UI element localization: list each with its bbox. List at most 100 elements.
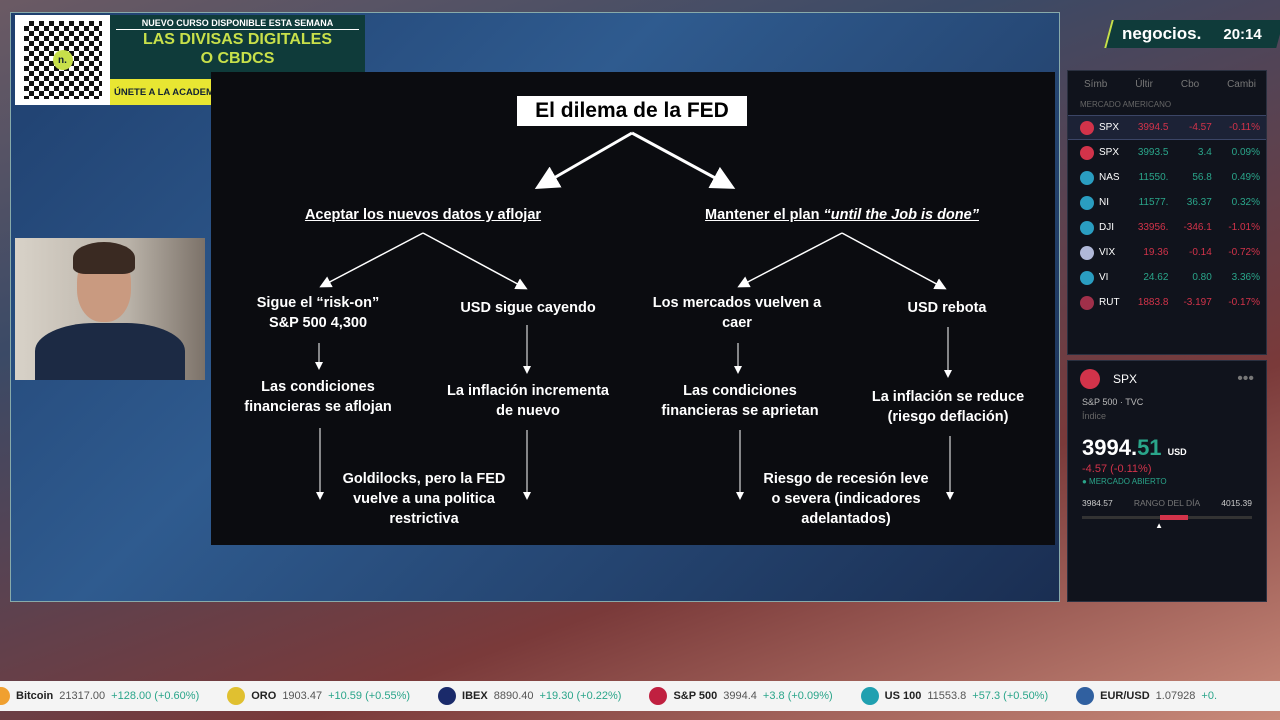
watchlist-row[interactable]: NAS 11550. 56.8 0.49%: [1068, 165, 1266, 190]
symbol: VI: [1099, 272, 1109, 283]
change: -346.1: [1183, 222, 1212, 233]
detail-change: -4.57 (-0.11%): [1082, 463, 1152, 475]
symbol-icon: [1080, 145, 1094, 160]
clock: 20:14: [1223, 25, 1262, 43]
change: -0.14: [1189, 247, 1212, 258]
last: 11577.: [1138, 197, 1169, 208]
pct: 0.32%: [1231, 197, 1260, 208]
change: -3.197: [1183, 297, 1212, 308]
change: -4.57: [1189, 122, 1212, 133]
asset-icon: [1076, 687, 1095, 705]
day-range-bar: ▲: [1082, 515, 1252, 530]
ticker-item[interactable]: EUR/USD 1.07928 +0.: [1076, 687, 1217, 705]
last: 3993.5: [1137, 147, 1169, 158]
qr-logo: n.: [52, 50, 73, 70]
asset-value: 3994.4: [723, 690, 757, 702]
symbol-icon: [1080, 245, 1094, 260]
change: 0.80: [1192, 272, 1212, 283]
pct: -0.11%: [1229, 122, 1260, 133]
asset-change: +3.8 (+0.09%): [762, 690, 833, 702]
detail-sub: Índice: [1082, 411, 1107, 421]
symbol: VIX: [1099, 247, 1116, 258]
symbol-icon: [1080, 270, 1094, 285]
brand-logo: negocios.: [1122, 24, 1202, 43]
promo-kicker: NUEVO CURSO DISPONIBLE ESTA SEMANA: [116, 18, 359, 30]
symbol-icon: [1080, 120, 1094, 135]
presenter-webcam: [15, 238, 205, 380]
symbol: RUT: [1099, 297, 1120, 308]
watchlist-row[interactable]: SPX 3994.5 -4.57 -0.11%: [1068, 115, 1266, 140]
qr-code[interactable]: n.: [15, 15, 110, 105]
more-icon[interactable]: •••: [1237, 370, 1254, 387]
last: 19.36: [1143, 247, 1169, 258]
last: 24.62: [1143, 272, 1169, 283]
watchlist-row[interactable]: VIX 19.36 -0.14 -0.72%: [1068, 240, 1266, 265]
asset-value: 11553.8: [927, 690, 967, 702]
last: 11550.: [1138, 172, 1169, 183]
watchlist-row[interactable]: VI 24.62 0.80 3.36%: [1068, 265, 1266, 290]
symbol: NAS: [1099, 172, 1120, 183]
last: 33956.: [1137, 222, 1169, 233]
presentation-slide: [211, 72, 1055, 545]
ticker-item[interactable]: S&P 500 3994.4 +3.8 (+0.09%): [649, 687, 833, 705]
symbol-icon: [1080, 295, 1094, 310]
pct: -0.17%: [1228, 297, 1260, 308]
asset-icon: [438, 687, 457, 705]
node-risk-on: Sigue el “risk-on”S&P 500 4,300: [256, 295, 380, 331]
symbol: DJI: [1099, 222, 1114, 233]
asset-name: S&P 500: [673, 690, 718, 702]
asset-change: +0.: [1201, 690, 1218, 702]
watchlist-row[interactable]: NI 11577. 36.37 0.32%: [1068, 190, 1266, 215]
asset-value: 21317.00: [59, 690, 106, 702]
symbol: SPX: [1099, 147, 1120, 158]
spx-icon: [1080, 369, 1100, 389]
asset-name: ORO: [251, 690, 277, 702]
watchlist-row[interactable]: RUT 1883.8 -3.197 -0.17%: [1068, 290, 1266, 315]
market-status: ● MERCADO ABIERTO: [1082, 477, 1167, 486]
detail-desc: S&P 500 · TVC: [1082, 397, 1144, 407]
last: 1883.8: [1137, 297, 1169, 308]
left-branch-heading: Aceptar los nuevos datos y aflojar: [304, 207, 542, 223]
symbol-detail-panel: SPX ••• S&P 500 · TVC Índice 3994.51 USD…: [1067, 360, 1267, 602]
right-branch-heading: Mantener el plan “until the Job is done”: [705, 207, 979, 223]
asset-change: +10.59 (+0.55%): [328, 690, 411, 702]
change: 56.8: [1192, 172, 1212, 183]
slide-title: El dilema de la FED: [517, 96, 747, 126]
asset-value: 1903.47: [282, 690, 323, 702]
ticker-item[interactable]: ORO 1903.47 +10.59 (+0.55%): [227, 687, 410, 705]
change: 36.37: [1186, 197, 1212, 208]
promo-title-2: O CBDCS: [200, 50, 275, 67]
change: 3.4: [1197, 147, 1212, 158]
node-usd-falls: USD sigue cayendo: [460, 300, 596, 316]
symbol: NI: [1099, 197, 1109, 208]
pct: 0.49%: [1231, 172, 1260, 183]
pct: -0.72%: [1228, 247, 1260, 258]
last: 3994.5: [1137, 122, 1169, 133]
asset-change: +128.00 (+0.60%): [111, 690, 200, 702]
pct: 3.36%: [1231, 272, 1260, 283]
asset-icon: [860, 687, 879, 705]
node-usd-rebounds: USD rebota: [907, 300, 987, 316]
asset-value: 1.07928: [1155, 690, 1196, 702]
asset-icon: [227, 687, 246, 705]
asset-name: US 100: [884, 690, 922, 702]
asset-name: EUR/USD: [1100, 690, 1150, 702]
asset-icon: [649, 687, 668, 705]
symbol-icon: [1080, 195, 1094, 210]
detail-symbol: SPX: [1113, 372, 1138, 386]
symbol: SPX: [1099, 122, 1120, 133]
